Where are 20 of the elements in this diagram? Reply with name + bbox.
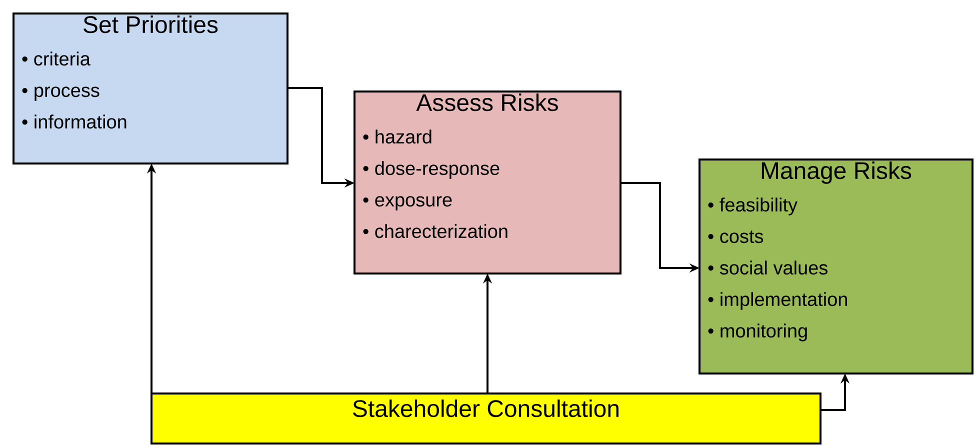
- bullet-item: • dose-response: [363, 161, 500, 179]
- process-box: [12, 12, 288, 164]
- bullet-item: • charecterization: [363, 224, 508, 238]
- box-title: Assess Risks: [416, 94, 558, 112]
- bullet-item: • social values: [708, 260, 828, 275]
- bullet-item: • feasibility: [708, 198, 798, 216]
- bullet-item: • process: [22, 86, 100, 101]
- process-box: [150, 392, 822, 444]
- bullet-item: • implementation: [708, 292, 847, 310]
- bullet-item: • monitoring: [708, 324, 807, 342]
- bullet-item: • exposure: [363, 196, 452, 210]
- bullet-item: • information: [22, 114, 126, 129]
- bullet-item: • criteria: [22, 52, 90, 66]
- process-box: [354, 90, 622, 274]
- box-title: Manage Risks: [762, 162, 912, 184]
- box-title: Set Priorities: [84, 16, 218, 34]
- process-box: [698, 158, 974, 374]
- bullet-item: • hazard: [363, 130, 432, 144]
- bullet-item: • costs: [708, 230, 764, 244]
- box-title: Stakeholder Consultation: [353, 400, 618, 418]
